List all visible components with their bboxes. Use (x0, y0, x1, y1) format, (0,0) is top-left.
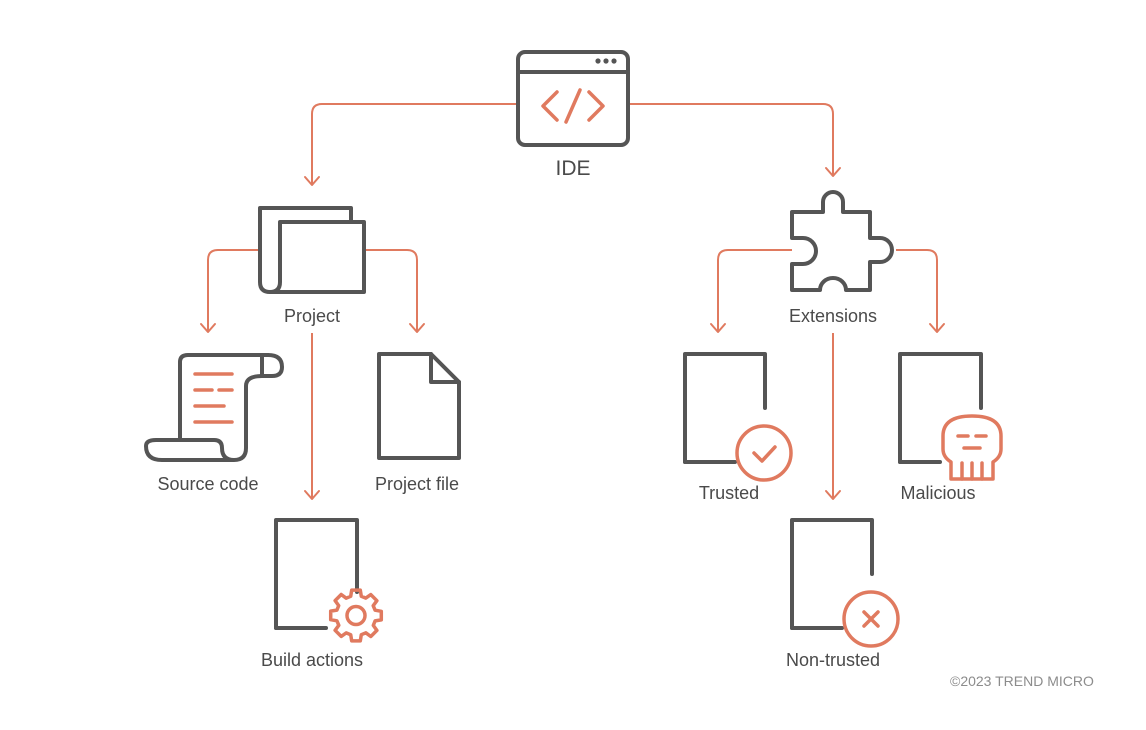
check-icon (752, 445, 777, 463)
trusted-label: Trusted (698, 483, 760, 503)
connector-ide-extensions (628, 103, 841, 177)
source-code-label: Source code (157, 474, 259, 494)
folder-icon (258, 206, 366, 294)
skull-document-icon (898, 352, 1003, 481)
connector-project-source-code (200, 249, 260, 333)
extensions-label: Extensions (788, 306, 878, 326)
skull-icon (941, 414, 1003, 481)
connector-project-project-file (366, 249, 425, 333)
connector-project-build-actions (304, 333, 320, 500)
copyright-notice: ©2023 TREND MICRO (950, 673, 1094, 689)
malicious-label: Malicious (900, 483, 976, 503)
gear-document-icon (274, 518, 384, 643)
scroll-icon (144, 353, 284, 462)
connector-extensions-non-trusted (825, 333, 841, 500)
project-file-label: Project file (374, 474, 460, 494)
build-actions-label: Build actions (260, 650, 364, 670)
project-label: Project (283, 306, 341, 326)
check-document-icon (683, 352, 793, 482)
puzzle-piece-icon (790, 190, 894, 292)
file-icon (377, 352, 461, 460)
connector-extensions-trusted (710, 249, 792, 333)
non-trusted-label: Non-trusted (785, 650, 881, 670)
ide-label: IDE (555, 157, 591, 180)
gear-icon (328, 588, 384, 643)
close-icon (862, 610, 880, 628)
connector-ide-project (304, 103, 518, 186)
x-document-icon (790, 518, 900, 648)
code-window-icon (516, 50, 630, 147)
connector-extensions-malicious (896, 249, 945, 333)
